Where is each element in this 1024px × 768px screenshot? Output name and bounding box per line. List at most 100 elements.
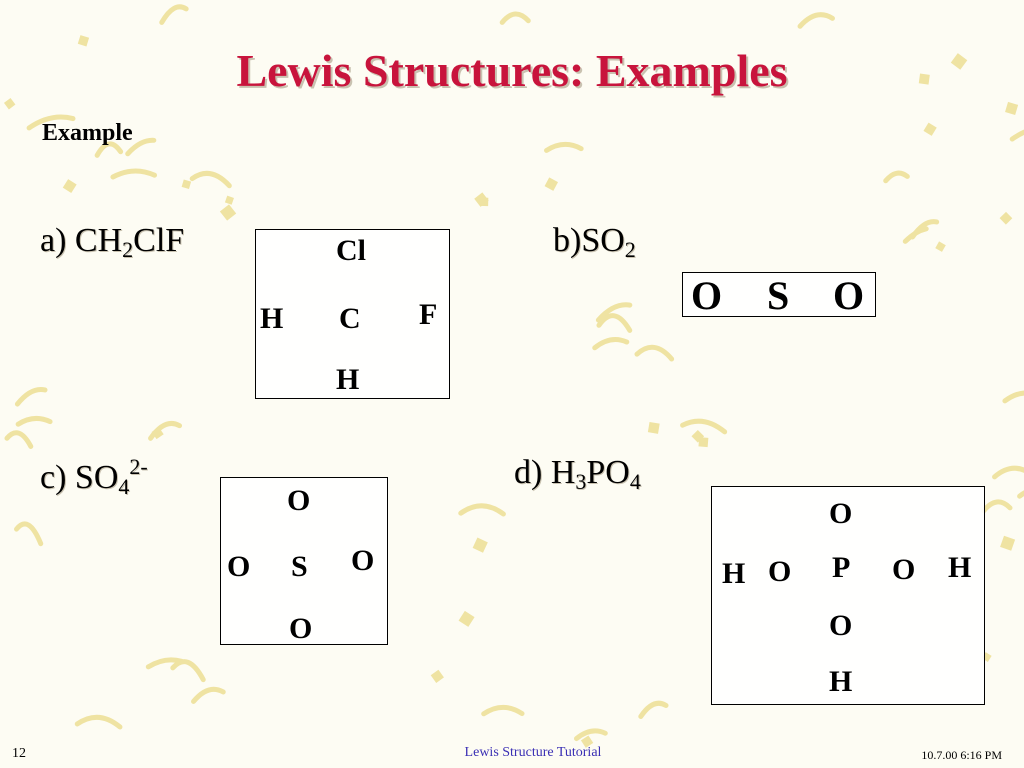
atom-p: P <box>832 551 851 584</box>
confetti-streamer <box>148 421 183 441</box>
atom-o-left: O <box>691 273 723 318</box>
confetti-square <box>923 122 937 136</box>
confetti-square <box>544 177 559 191</box>
atom-o-top: O <box>287 484 311 517</box>
atom-h-left: H <box>722 557 746 590</box>
confetti-streamer <box>191 686 226 704</box>
confetti-streamer <box>4 430 34 449</box>
example-d-prefix: d) H <box>514 454 576 491</box>
example-b-label: b)SO2 <box>553 222 636 263</box>
example-heading: Example <box>42 120 133 146</box>
confetti-streamer <box>110 168 158 180</box>
confetti-streamer <box>596 313 633 333</box>
example-c-structure-box: O O S O O <box>220 477 388 645</box>
atom-s: S <box>767 273 790 318</box>
confetti-streamer <box>189 170 232 189</box>
atom-h-left: H <box>260 302 284 335</box>
confetti-square <box>999 211 1013 225</box>
confetti-square <box>458 610 475 627</box>
atom-h-bottom: H <box>829 665 853 698</box>
confetti-streamer <box>544 141 584 153</box>
confetti-streamer <box>125 137 157 157</box>
page-number: 12 <box>12 746 26 761</box>
atom-s: S <box>291 550 308 583</box>
confetti-streamer <box>481 704 525 717</box>
confetti-square <box>219 204 237 221</box>
confetti-square <box>474 192 489 207</box>
atom-o-left: O <box>768 555 792 588</box>
confetti-square <box>3 97 16 110</box>
confetti-square <box>1000 535 1016 551</box>
confetti-square <box>77 35 90 47</box>
confetti-streamer <box>638 700 669 719</box>
confetti-square <box>430 669 444 683</box>
confetti-streamer <box>15 415 53 427</box>
example-d-subscript-2: 4 <box>629 469 641 494</box>
confetti-streamer <box>26 114 76 131</box>
confetti-streamer <box>170 659 206 683</box>
confetti-square <box>691 429 705 443</box>
confetti-square <box>472 537 488 553</box>
atom-h-bottom: H <box>336 363 360 396</box>
atom-h-right: H <box>948 551 972 584</box>
confetti-square <box>647 422 660 434</box>
confetti-streamer <box>1017 490 1024 499</box>
confetti-square <box>935 241 946 252</box>
example-b-prefix: b)SO <box>553 222 625 259</box>
confetti-streamer <box>499 11 531 25</box>
atom-o-bottom: O <box>829 609 853 642</box>
confetti-square <box>1005 101 1019 116</box>
example-c-charge: 2- <box>129 454 148 479</box>
atom-f: F <box>419 298 438 331</box>
atom-o-left: O <box>227 550 251 583</box>
example-c-prefix: c) SO <box>40 459 119 496</box>
confetti-square <box>918 73 930 85</box>
example-d-subscript-1: 3 <box>575 469 587 494</box>
example-d-structure-box: O H O P O H O H <box>711 486 985 705</box>
example-d-label: d) H3PO4 <box>514 454 641 495</box>
example-b-subscript: 2 <box>624 237 636 262</box>
example-c-subscript: 4 <box>118 474 130 499</box>
atom-o-top: O <box>829 497 853 530</box>
confetti-square <box>580 735 594 748</box>
atom-o-right: O <box>351 544 375 577</box>
example-c-label: c) SO42- <box>40 454 148 500</box>
confetti-streamer <box>1002 390 1024 404</box>
example-a-rest: ClF <box>133 222 185 259</box>
confetti-streamer <box>1009 129 1024 142</box>
confetti-streamer <box>910 219 940 240</box>
confetti-square <box>698 437 709 448</box>
example-a-structure-box: Cl H C F H <box>255 229 450 399</box>
atom-o-bottom: O <box>289 612 313 645</box>
confetti-square <box>62 179 77 193</box>
slide-title: Lewis Structures: Examples <box>236 45 788 96</box>
confetti-square <box>181 179 192 189</box>
confetti-streamer <box>595 302 633 323</box>
confetti-streamer <box>634 344 675 362</box>
confetti-streamer <box>680 418 728 435</box>
confetti-square <box>950 53 968 70</box>
example-a-subscript: 2 <box>122 237 134 262</box>
confetti-streamer <box>94 141 124 158</box>
confetti-streamer <box>74 714 123 730</box>
confetti-streamer <box>458 503 506 517</box>
atom-o-right: O <box>833 273 865 318</box>
confetti-streamer <box>992 465 1024 480</box>
confetti-streamer <box>14 387 48 407</box>
atom-c: C <box>339 302 361 335</box>
example-d-mid: PO <box>586 454 630 491</box>
example-b-structure-box: O S O <box>682 272 876 317</box>
confetti-streamer <box>883 170 910 184</box>
footer-date: 10.7.00 6:16 PM <box>921 748 1002 762</box>
footer-title: Lewis Structure Tutorial <box>464 745 602 760</box>
example-a-prefix: a) CH <box>40 222 123 259</box>
confetti-streamer <box>573 728 608 742</box>
confetti-streamer <box>159 4 189 25</box>
atom-o-right: O <box>892 553 916 586</box>
confetti-streamer <box>981 499 1013 514</box>
confetti-streamer <box>797 12 835 29</box>
atom-cl: Cl <box>336 234 366 267</box>
confetti-square <box>224 195 234 205</box>
confetti-streamer <box>592 336 630 351</box>
